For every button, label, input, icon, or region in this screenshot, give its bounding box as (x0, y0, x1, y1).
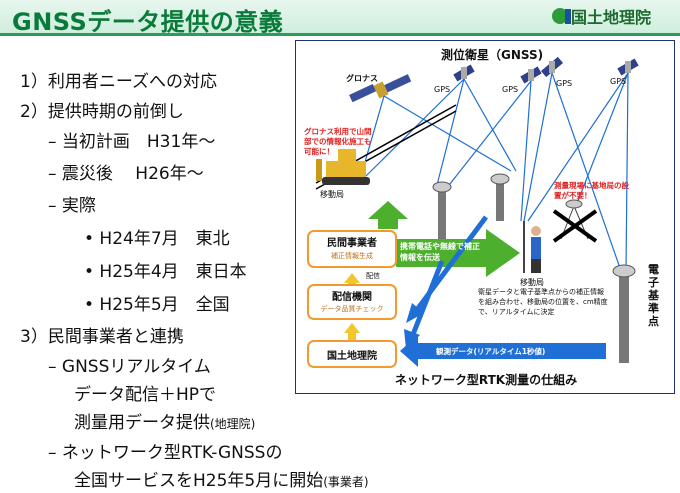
no-base-note: 測量現場に基地局の設置が不要！ (554, 181, 629, 200)
gsi-logo-icon (552, 8, 571, 24)
data-arrow-2 (409, 260, 445, 338)
surveyor-icon (523, 221, 541, 273)
gps-label-3: GPS (556, 79, 573, 88)
cors-station-icon-2 (490, 173, 510, 221)
satellite-gps-icon-3 (541, 56, 563, 78)
item-original-plan: – 当初計画 H31年～ (48, 132, 216, 152)
company-sub: 補正情報生成 (331, 252, 373, 260)
cors-label: 電子基準点 (648, 263, 659, 328)
gsi-box (307, 340, 397, 368)
delivery-label: 配信 (366, 272, 380, 280)
obs-data-label: 観測データ(リアルタイム1秒値) (436, 347, 546, 356)
satellite-gps-icon-4 (617, 58, 639, 76)
item-after-quake: – 震災後 H26年～ (48, 164, 204, 184)
cors-station-icon-3 (612, 264, 636, 363)
explain-text: 衛星データと電子基準点からの補正情報を組み合わせ、移動局の位置を、cm精度で、リ… (478, 288, 608, 316)
satellite-gps-icon-2 (520, 66, 542, 84)
distributor-sub: データ品質チェック (320, 305, 384, 313)
item-schedule: 2）提供時期の前倒し (20, 102, 184, 122)
satellite-gps-icon-1 (453, 64, 475, 82)
item-realtime-line1: – GNSSリアルタイム (48, 357, 211, 377)
gps-label-2: GPS (502, 85, 519, 94)
glonass-label: グロナス (346, 74, 378, 83)
quality-arrow (344, 323, 360, 341)
item-actual: – 実際 (48, 196, 96, 216)
item-actual-nationwide: • H25年5月 全国 (84, 295, 230, 315)
distributor-title: 配信機関 (332, 292, 372, 303)
item-network-rtk-line1: – ネットワーク型RTK-GNSSの (48, 443, 283, 463)
item-network-rtk-line2: 全国サービスをH25年5月に開始(事業者) (74, 466, 369, 491)
glonass-note: グロナス利用で山間部での情報化施工も可能に！ (304, 127, 372, 156)
title-underline (0, 33, 680, 36)
item-network-rtk-note: (事業者) (323, 475, 369, 489)
item-actual-tohoku: • H24年7月 東北 (84, 229, 230, 249)
satellite-glonass-icon (349, 74, 412, 103)
upload-arrow (368, 201, 408, 229)
company-box (307, 230, 397, 268)
rover-label-1: 移動局 (320, 190, 344, 199)
gsi-logo (551, 3, 671, 29)
observation-data-arrow (400, 335, 606, 367)
cors-station-icon-1 (432, 181, 452, 259)
comm-arrow-label: 携帯電話や無線で補正情報を伝送 (400, 242, 480, 262)
diagram-title: 測位衛星（GNSS) (441, 48, 544, 62)
item-realtime-line2: データ配信＋HPで (74, 385, 217, 405)
item-network-rtk-line2-text: 全国サービスをH25年5月に開始 (74, 471, 324, 491)
signal-lines (360, 72, 629, 272)
page-title: GNSSデータ提供の意義 (12, 8, 284, 36)
bulldozer-icon (316, 149, 370, 185)
diagram-caption: ネットワーク型RTK測量の仕組み (394, 373, 578, 387)
item-actual-east-japan: • H25年4月 東日本 (84, 262, 247, 282)
rover-label-2: 移動局 (520, 278, 544, 287)
network-rtk-diagram: 測位衛星（GNSS) グロナス GPS GPS GPS GPS グロナス利用で山… (295, 40, 675, 394)
gsi-label: 国土地理院 (327, 351, 377, 362)
gps-label-4: GPS (610, 77, 627, 86)
item-user-needs: 1）利用者ニーズへの対応 (20, 72, 217, 92)
item-realtime-note: (地理院) (210, 417, 256, 431)
distributor-box (307, 284, 397, 320)
diagram-graphics (307, 56, 639, 368)
gps-label-1: GPS (434, 85, 451, 94)
logo-text: 国土地理院 (571, 8, 652, 27)
company-title: 民間事業者 (327, 238, 377, 249)
item-realtime-line3: 測量用データ提供(地理院) (74, 408, 255, 433)
item-private-cooperation: 3）民間事業者と連携 (20, 327, 184, 347)
item-realtime-line3-text: 測量用データ提供 (74, 413, 210, 433)
no-base-station-icon (552, 199, 598, 243)
